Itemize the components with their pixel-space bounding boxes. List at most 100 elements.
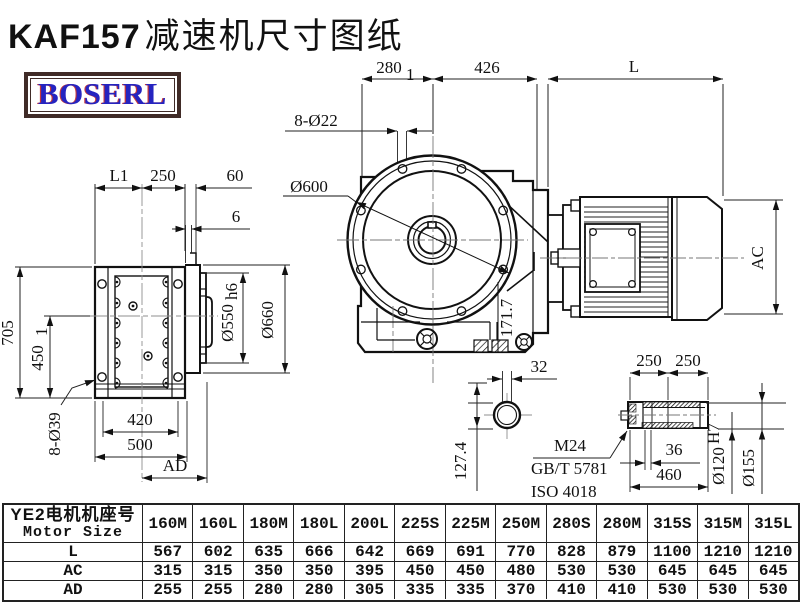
table-cell: 350 xyxy=(242,561,294,580)
dim-36: 36 xyxy=(666,440,683,459)
dim-d155: Ø155 xyxy=(739,449,758,487)
table-col-header: 180M xyxy=(242,505,293,542)
dim-171-7: 171.7 xyxy=(497,298,516,337)
table-cell: 567 xyxy=(142,542,193,561)
title-model: KAF157 xyxy=(8,18,141,56)
top-dimensions xyxy=(361,75,724,200)
table-row-label: L xyxy=(4,542,142,561)
dim-d600: Ø600 xyxy=(290,177,328,196)
table-col-header: 280S xyxy=(545,505,596,542)
dim-bolt-holes-lines xyxy=(285,127,432,166)
front-view xyxy=(283,136,550,383)
table-cell: 280 xyxy=(242,580,294,599)
table-col-header: 250M xyxy=(495,505,545,542)
label-m24: M24 xyxy=(554,436,587,455)
dim-8-d39: 8-Ø39 xyxy=(45,412,64,455)
table-cell: 530 xyxy=(697,580,748,599)
table-cell: 315 xyxy=(192,561,243,580)
table-cell: 666 xyxy=(293,542,344,561)
table-cell: 370 xyxy=(495,580,546,599)
table-cell: 530 xyxy=(646,580,698,599)
table-col-header: 315L xyxy=(747,505,798,542)
ac-dimension xyxy=(724,199,783,315)
brand-logo-text: BOSERL xyxy=(38,76,167,111)
dim-32: 32 xyxy=(531,357,548,376)
table-cell: 395 xyxy=(343,561,395,580)
base-plug-right xyxy=(515,333,533,351)
table-cell: 1210 xyxy=(697,542,748,561)
scallop-dots xyxy=(115,280,168,385)
table-col-header: 180L xyxy=(293,505,343,542)
table-cell: 530 xyxy=(545,561,597,580)
table-cell: 280 xyxy=(293,580,344,599)
table-cell: 335 xyxy=(394,580,445,599)
dim-L1: L1 xyxy=(110,166,129,185)
dim-250-shaft-2: 250 xyxy=(675,351,701,370)
table-cell: 1100 xyxy=(646,542,698,561)
dim-6: 6 xyxy=(232,207,241,226)
table-col-header: 225S xyxy=(394,505,444,542)
table-col-header: 200L xyxy=(343,505,394,542)
dim-280: 280 xyxy=(376,58,402,77)
dim-420: 420 xyxy=(127,410,153,429)
dim-8-d22: 8-Ø22 xyxy=(294,111,337,130)
title-suffix: 减速机尺寸图纸 xyxy=(144,17,404,56)
dim-280-tol: 1 xyxy=(406,65,415,84)
shaft-detail xyxy=(533,369,786,494)
dim-d120: Ø120 xyxy=(709,447,728,485)
brand-logo: BOSERL xyxy=(24,72,181,118)
mount-face-scallops xyxy=(114,276,169,389)
dim-L: L xyxy=(629,57,639,76)
table-row-label: AC xyxy=(4,561,142,580)
table-cell: 879 xyxy=(596,542,647,561)
dim-250-shaft-1: 250 xyxy=(636,351,662,370)
table-col-header: 160L xyxy=(192,505,242,542)
table-cell: 480 xyxy=(495,561,546,580)
diameter-dim-line xyxy=(283,195,510,352)
table-cell: 450 xyxy=(444,561,496,580)
table-cell: 645 xyxy=(646,561,698,580)
table-row-label: AD xyxy=(4,580,142,599)
dim-AC: AC xyxy=(748,246,767,270)
dim-426: 426 xyxy=(474,58,500,77)
dim-d550-fit: h6 xyxy=(222,283,241,300)
side-dimensions xyxy=(15,184,290,483)
table-cell: 642 xyxy=(343,542,395,561)
table-col-header: 280M xyxy=(596,505,646,542)
table-cell: 305 xyxy=(343,580,395,599)
dim-450-tol: 1 xyxy=(32,328,51,337)
table-cell: 828 xyxy=(545,542,597,561)
dim-705: 705 xyxy=(0,320,17,346)
table-cell: 410 xyxy=(545,580,597,599)
label-iso: ISO 4018 xyxy=(531,482,597,501)
table-cell: 645 xyxy=(747,561,798,580)
dim-d660: Ø660 xyxy=(258,301,277,339)
pivot-detail xyxy=(468,371,557,491)
dim-460: 460 xyxy=(656,465,682,484)
side-view xyxy=(15,184,290,483)
table-cell: 645 xyxy=(697,561,748,580)
dim-d120-fit: H7 xyxy=(704,423,723,444)
base-hatch-1 xyxy=(473,339,489,353)
table-cell: 602 xyxy=(192,542,243,561)
table-cell: 315 xyxy=(142,561,193,580)
dim-127-4: 127.4 xyxy=(451,441,470,480)
table-cell: 635 xyxy=(242,542,294,561)
table-cell: 255 xyxy=(192,580,243,599)
table-cell: 255 xyxy=(142,580,193,599)
table-cell: 350 xyxy=(293,561,344,580)
table-cell: 335 xyxy=(444,580,496,599)
table-col-header: 315S xyxy=(646,505,697,542)
table-cell: 770 xyxy=(495,542,546,561)
motor-view xyxy=(540,196,783,321)
table-cell: 1210 xyxy=(747,542,798,561)
dim-60: 60 xyxy=(227,166,244,185)
table-cell: 669 xyxy=(394,542,445,561)
label-gbt: GB/T 5781 xyxy=(531,459,608,478)
table-col-header: 160M xyxy=(142,505,192,542)
dim-d550: Ø550 xyxy=(218,304,237,342)
